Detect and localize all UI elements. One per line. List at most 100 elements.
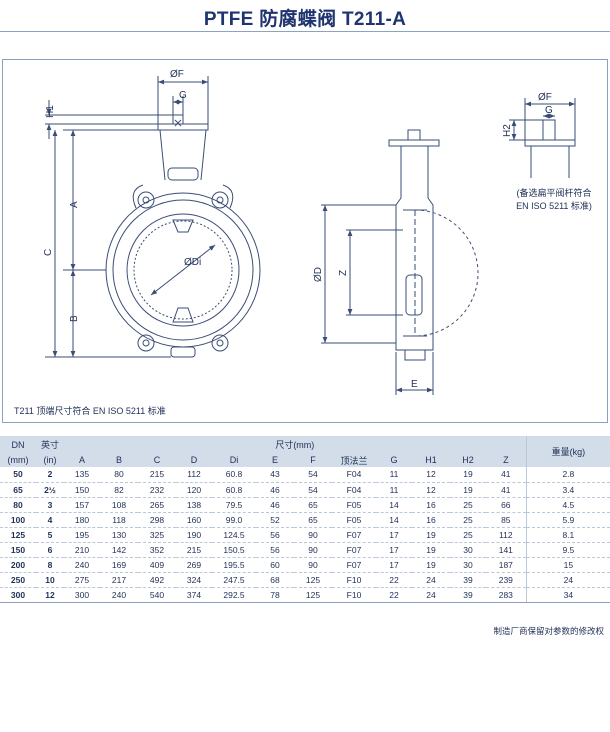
flat-stem-note-line2: EN ISO 5211 标准) bbox=[516, 201, 592, 211]
cell-d: 112 bbox=[176, 467, 212, 483]
cell-di: 124.5 bbox=[212, 527, 256, 543]
cell-inch: 8 bbox=[36, 557, 64, 573]
cell-dn: 50 bbox=[0, 467, 36, 483]
cell-d: 215 bbox=[176, 542, 212, 558]
cell-inch: 6 bbox=[36, 542, 64, 558]
cell-h1: 16 bbox=[412, 497, 450, 513]
technical-drawing: ØF G H1 A C B ØDi ØD Z E ØF G H2 (备选扁平阀杆… bbox=[2, 59, 608, 423]
cell-h2: 25 bbox=[450, 512, 486, 528]
cell-di: 195.5 bbox=[212, 557, 256, 573]
cell-b: 118 bbox=[100, 512, 138, 528]
cell-c: 492 bbox=[138, 572, 176, 588]
cell-g: 17 bbox=[376, 557, 412, 573]
cell-flange: F07 bbox=[332, 527, 376, 543]
header-col-11: Z bbox=[486, 453, 527, 467]
cell-h2: 39 bbox=[450, 587, 486, 603]
cell-flange: F10 bbox=[332, 587, 376, 603]
cell-c: 265 bbox=[138, 497, 176, 513]
cell-e: 52 bbox=[256, 512, 294, 528]
cell-di: 247.5 bbox=[212, 572, 256, 588]
cell-d: 138 bbox=[176, 497, 212, 513]
cell-f: 90 bbox=[294, 527, 332, 543]
label-a: A bbox=[69, 201, 80, 208]
cell-h1: 12 bbox=[412, 482, 450, 498]
cell-h1: 19 bbox=[412, 527, 450, 543]
label-h1: H1 bbox=[45, 105, 56, 118]
cell-z: 66 bbox=[486, 497, 527, 513]
label-h2: H2 bbox=[502, 124, 513, 137]
cell-d: 160 bbox=[176, 512, 212, 528]
valve-bore bbox=[126, 213, 240, 327]
cell-a: 210 bbox=[64, 542, 100, 558]
header-dn-unit: (mm) bbox=[0, 453, 36, 467]
cell-weight: 8.1 bbox=[525, 527, 610, 543]
cell-h2: 19 bbox=[450, 482, 486, 498]
cell-flange: F07 bbox=[332, 557, 376, 573]
header-inch: 英寸 bbox=[36, 436, 64, 453]
cell-flange: F07 bbox=[332, 542, 376, 558]
cell-f: 125 bbox=[294, 587, 332, 603]
cell-a: 135 bbox=[64, 467, 100, 483]
cell-b: 82 bbox=[100, 482, 138, 498]
cell-z: 41 bbox=[486, 482, 527, 498]
flat-stem-detail bbox=[542, 119, 556, 141]
label-z: Z bbox=[338, 270, 349, 276]
page-title: PTFE 防腐蝶阀 T211-A bbox=[203, 9, 407, 30]
label-phi-f: ØF bbox=[170, 69, 184, 80]
cell-a: 180 bbox=[64, 512, 100, 528]
cell-d: 269 bbox=[176, 557, 212, 573]
header-dn: DN bbox=[0, 436, 36, 453]
cell-weight: 2.8 bbox=[525, 467, 610, 483]
cell-weight: 15 bbox=[525, 557, 610, 573]
cell-b: 80 bbox=[100, 467, 138, 483]
cell-flange: F10 bbox=[332, 572, 376, 588]
cell-e: 56 bbox=[256, 542, 294, 558]
cell-h1: 16 bbox=[412, 512, 450, 528]
cell-a: 240 bbox=[64, 557, 100, 573]
cell-dn: 150 bbox=[0, 542, 36, 558]
cell-h2: 30 bbox=[450, 542, 486, 558]
header-col-7: 顶法兰 bbox=[332, 453, 376, 467]
cell-h2: 25 bbox=[450, 497, 486, 513]
label-g-detail: G bbox=[545, 105, 553, 116]
cell-flange: F04 bbox=[332, 467, 376, 483]
cell-f: 54 bbox=[294, 467, 332, 483]
cell-c: 540 bbox=[138, 587, 176, 603]
cell-flange: F05 bbox=[332, 497, 376, 513]
cell-b: 169 bbox=[100, 557, 138, 573]
flat-stem-note: (备选扁平阀杆符合 EN ISO 5211 标准) bbox=[499, 187, 609, 213]
cell-f: 65 bbox=[294, 497, 332, 513]
cell-g: 22 bbox=[376, 587, 412, 603]
footnote: 制造厂商保留对参数的修改权 bbox=[493, 626, 604, 636]
label-g: G bbox=[179, 90, 187, 101]
cell-a: 275 bbox=[64, 572, 100, 588]
cell-f: 65 bbox=[294, 512, 332, 528]
cell-f: 54 bbox=[294, 482, 332, 498]
cell-a: 150 bbox=[64, 482, 100, 498]
cell-inch: 3 bbox=[36, 497, 64, 513]
cell-dn: 125 bbox=[0, 527, 36, 543]
cell-c: 298 bbox=[138, 512, 176, 528]
cell-h1: 19 bbox=[412, 557, 450, 573]
cell-c: 352 bbox=[138, 542, 176, 558]
cell-weight: 24 bbox=[525, 572, 610, 588]
cell-weight: 34 bbox=[525, 587, 610, 603]
cell-a: 300 bbox=[64, 587, 100, 603]
cell-weight: 3.4 bbox=[525, 482, 610, 498]
cell-inch: 10 bbox=[36, 572, 64, 588]
cell-h2: 19 bbox=[450, 467, 486, 483]
stem-top-front bbox=[172, 114, 184, 125]
cell-di: 60.8 bbox=[212, 467, 256, 483]
cell-dn: 100 bbox=[0, 512, 36, 528]
cell-dn: 200 bbox=[0, 557, 36, 573]
header-col-6: F bbox=[294, 453, 332, 467]
header-col-10: H2 bbox=[450, 453, 486, 467]
